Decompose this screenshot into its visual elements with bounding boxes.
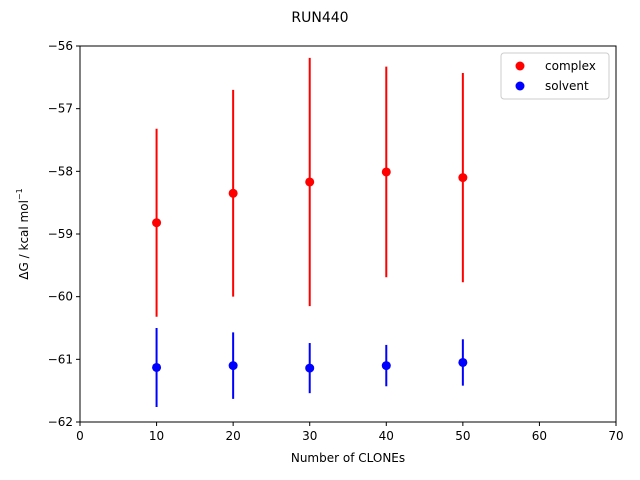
legend: complex solvent (500, 52, 610, 100)
data-point-complex (305, 177, 315, 187)
y-axis-label-main: ΔG / kcal mol (17, 200, 31, 280)
y-axis-label: ΔG / kcal mol−1 (15, 188, 31, 279)
y-tick-label: −56 (48, 39, 73, 53)
legend-marker-solvent (515, 81, 525, 91)
legend-frame (500, 52, 610, 100)
data-point-solvent (228, 361, 238, 371)
legend-label-complex: complex (545, 59, 596, 73)
x-tick-label: 70 (608, 429, 623, 443)
data-point-complex (381, 167, 391, 177)
y-axis: −62 −61 −60 −59 −58 −57 −56 (48, 39, 80, 429)
x-tick-label: 30 (302, 429, 317, 443)
x-axis-label: Number of CLONEs (291, 451, 405, 465)
x-tick-label: 10 (149, 429, 164, 443)
data-point-solvent (458, 357, 468, 367)
y-tick-label: −62 (48, 415, 73, 429)
plot-area (152, 57, 468, 407)
legend-label-solvent: solvent (545, 79, 589, 93)
x-tick-label: 40 (379, 429, 394, 443)
x-tick-label: 0 (76, 429, 84, 443)
y-tick-label: −58 (48, 164, 73, 178)
data-point-solvent (152, 362, 162, 372)
y-tick-label: −61 (48, 352, 73, 366)
x-tick-label: 60 (532, 429, 547, 443)
y-tick-label: −60 (48, 290, 73, 304)
x-tick-label: 50 (455, 429, 470, 443)
data-point-solvent (381, 361, 391, 371)
y-axis-label-superscript: −1 (15, 188, 24, 200)
legend-marker-complex (515, 61, 525, 71)
y-tick-label: −59 (48, 227, 73, 241)
x-tick-label: 20 (226, 429, 241, 443)
x-axis: 0 10 20 30 40 50 60 70 (76, 422, 624, 443)
data-point-complex (228, 188, 238, 198)
data-point-solvent (305, 363, 315, 373)
chart-title: RUN440 (291, 10, 348, 26)
data-point-complex (458, 173, 468, 183)
data-point-complex (152, 218, 162, 228)
y-tick-label: −57 (48, 102, 73, 116)
